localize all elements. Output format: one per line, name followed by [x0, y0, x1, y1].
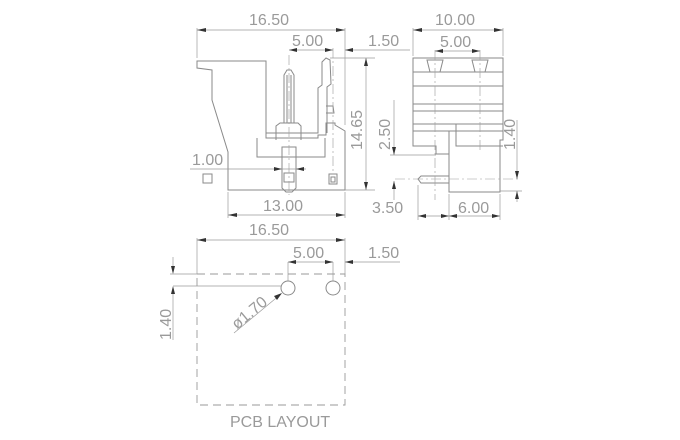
front-pitch-dim: 5.00 [292, 33, 323, 50]
front-housing-outline [196, 60, 346, 191]
side-width-dim: 10.00 [435, 12, 475, 29]
reference-square [202, 173, 213, 184]
front-offset-dim: 1.50 [368, 33, 399, 50]
pcb-offset-dim: 1.50 [368, 245, 399, 262]
front-pin-dim: 1.00 [192, 152, 223, 169]
front-height-dim: 14.65 [349, 110, 366, 150]
pcb-layout: 16.50 5.00 1.50 1.40 ø1.70 PCB LAYOUT [158, 222, 400, 431]
pcb-edge-dim: 1.40 [158, 309, 175, 340]
front-width-dim: 16.50 [249, 12, 289, 29]
side-view: 10.00 5.00 2.50 1.40 3.50 6.00 [372, 12, 522, 220]
side-pin [417, 175, 449, 184]
pcb-width-dim: 16.50 [249, 222, 289, 239]
side-pitch-dim: 5.00 [440, 34, 471, 51]
pcb-pitch-dim: 5.00 [293, 245, 324, 262]
pcb-hole-1 [280, 280, 296, 296]
pcb-layout-title: PCB LAYOUT [230, 414, 330, 431]
side-vertical-dim: 2.50 [377, 119, 394, 150]
pcb-outline [196, 273, 346, 406]
side-pin-extend-dim: 3.50 [372, 200, 403, 217]
front-view: 16.50 5.00 1.50 14.65 1.00 13.00 [190, 12, 410, 218]
front-base-dim: 13.00 [263, 198, 303, 215]
side-body-dim: 6.00 [458, 200, 489, 217]
side-pin-height-dim: 1.40 [502, 119, 519, 150]
side-housing-outline [412, 57, 504, 193]
pcb-hole-2 [325, 280, 341, 296]
pcb-hole-dim: ø1.70 [229, 294, 271, 333]
